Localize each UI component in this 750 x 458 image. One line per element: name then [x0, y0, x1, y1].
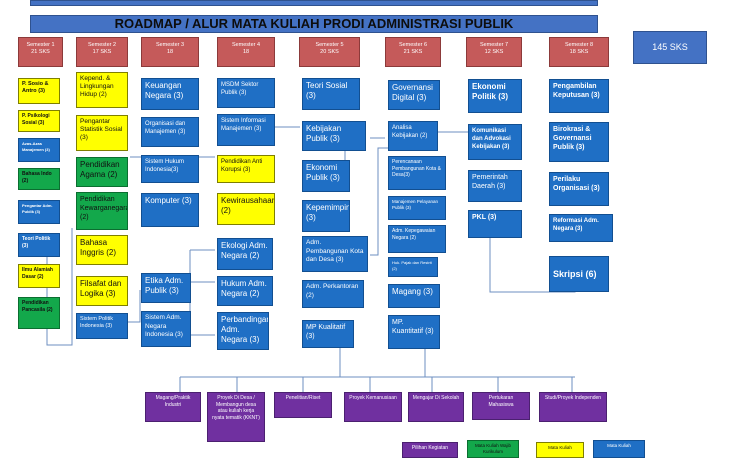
course-box: Teori Sosial (3) [302, 78, 360, 110]
activity-box: Proyek Di Desa / Membangun desa atau kul… [207, 392, 265, 442]
course-box: Sistem Informasi Manajemen (3) [217, 114, 275, 146]
course-box: Komunikasi dan Advokasi Kebijakan (3) [468, 124, 522, 160]
semester-sks: 18 SKS [569, 49, 589, 55]
course-box: Kebijakan Publik (3) [302, 121, 366, 151]
semester-2-header: Semester 2 17 SKS [76, 37, 128, 67]
course-box: Pengantar Statistik Sosial (3) [76, 115, 128, 151]
activity-box: Magang/Praktik Industri [145, 392, 201, 422]
total-sks-box: 145 SKS [633, 31, 707, 64]
semester-label: Semester 6 [398, 42, 428, 48]
semester-sks: 18 [242, 49, 250, 55]
course-box: Hukum Adm. Negara (2) [217, 276, 273, 306]
legend-mandatory-course: Mata Kuliah Wajib Kurikulum [467, 440, 519, 458]
course-box: Pendidikan Agama (2) [76, 157, 128, 187]
course-box: P. Psikologi Sosial (3) [18, 110, 60, 132]
activity-box: Mengajar Di Sekolah [408, 392, 464, 422]
course-box: MP Kualitatif (3) [302, 320, 354, 348]
semester-8-header: Semester 8 18 SKS [549, 37, 609, 67]
semester-label: Semester 7 [479, 42, 509, 48]
legend-activity: Pilihan Kegiatan [402, 442, 458, 458]
legend-course-blue: Mata Kuliah [593, 440, 645, 458]
course-box: Keuangan Negara (3) [141, 78, 199, 110]
course-box: Organisasi dan Manajemen (3) [141, 117, 199, 147]
semester-sks: 20 SKS [320, 49, 339, 55]
top-bar [30, 0, 598, 6]
course-box: Kewirausahaan (2) [217, 193, 275, 225]
course-box: Birokrasi & Governansi Publik (3) [549, 122, 609, 162]
course-box: Pemerintah Daerah (3) [468, 170, 522, 202]
course-box: Reformasi Adm. Negara (3) [549, 214, 613, 242]
semester-sks: 21 SKS [31, 49, 50, 55]
course-box: Ekonomi Politik (3) [468, 79, 522, 113]
activity-box: Proyek Kemanusiaan [344, 392, 402, 422]
semester-1-header: Semester 1 21 SKS [18, 37, 63, 67]
semester-sks: 17 SKS [92, 49, 112, 55]
course-box: Governansi Digital (3) [388, 80, 440, 110]
course-box: Sistem Hukum Indonesia(3) [141, 155, 199, 183]
course-box: Sistem Adm. Negara Indonesia (3) [141, 311, 191, 347]
semester-sks: 18 [166, 49, 174, 55]
course-box: Perilaku Organisasi (3) [549, 172, 609, 206]
course-box: P. Sosio & Antro (3) [18, 78, 60, 104]
course-box: Filsafat dan Logika (3) [76, 276, 128, 306]
activity-box: Pertukaran Mahasiswa [472, 392, 530, 420]
course-box: Pendidikan Kewarganegaraan (2) [76, 192, 128, 230]
course-box: Pendidikan Pancasila (2) [18, 297, 60, 329]
course-box: Ekonomi Publik (3) [302, 160, 350, 192]
semester-label: Semester 5 [315, 42, 344, 48]
course-box: Analisa Kebijakan (2) [388, 121, 438, 151]
activity-box: Studi/Proyek Independen [539, 392, 607, 422]
course-box: Komputer (3) [141, 193, 199, 227]
semester-6-header: Semester 6 21 SKS [385, 37, 441, 67]
semester-label: Semester 3 [155, 42, 185, 48]
semester-sks: 21 SKS [403, 49, 423, 55]
course-box: Ilmu Alamiah Dasar (2) [18, 264, 60, 288]
course-box: PKL (3) [468, 210, 522, 238]
semester-label: Semester 1 [26, 42, 55, 48]
semester-3-header: Semester 3 18 [141, 37, 199, 67]
course-box: Bahasa Indo (2) [18, 168, 60, 190]
semester-4-header: Semester 4 18 [217, 37, 275, 67]
course-box: Perbandingan Adm. Negara (3) [217, 312, 269, 350]
course-box: MP. Kuantitatif (3) [388, 315, 440, 349]
course-box: Magang (3) [388, 284, 440, 308]
activity-box: Penelitian/Riset [274, 392, 332, 418]
course-box: Ekologi Adm. Negara (2) [217, 238, 273, 270]
course-box: Adm. Kepegawaian Negara (2) [388, 225, 446, 253]
course-box: Perencanaan Pembangunan Kota & Desa(3) [388, 156, 446, 190]
semester-7-header: Semester 7 12 SKS [466, 37, 522, 67]
course-box: Teori Politik (3) [18, 233, 60, 257]
course-box: Bahasa Inggris (2) [76, 235, 128, 265]
course-box: Sistem Politik Indonesia (3) [76, 313, 128, 339]
course-box: Huk. Pajak dan Restrit (2) [388, 257, 438, 277]
legend-course-yellow: Mata Kuliah [536, 442, 584, 458]
course-box: Kepend. & Lingkungan Hidup (2) [76, 72, 128, 108]
semester-sks: 12 SKS [484, 49, 504, 55]
semester-5-header: Semester 5 20 SKS [299, 37, 360, 67]
semester-label: Semester 8 [564, 42, 594, 48]
semester-label: Semester 2 [87, 42, 117, 48]
course-box: Manajemen Pelayanan Publik (3) [388, 196, 446, 220]
course-box: MSDM Sektor Publik (3) [217, 78, 275, 108]
page-title: ROADMAP / ALUR MATA KULIAH PRODI ADMINIS… [30, 15, 598, 33]
course-box: Azas-Azas Manajemen (3) [18, 138, 60, 162]
course-box: Pendidikan Anti Korupsi (3) [217, 155, 275, 183]
course-box: Adm. Perkantoran (2) [302, 280, 364, 308]
course-box: Etika Adm. Publik (3) [141, 273, 191, 303]
course-box: Kepemimpinan (3) [302, 200, 350, 232]
course-box: Pengambilan Keputusan (3) [549, 79, 609, 113]
course-box: Pengantar Adm. Publik (3) [18, 200, 60, 224]
course-box: Adm. Pembangunan Kota dan Desa (3) [302, 236, 368, 272]
semester-label: Semester 4 [231, 42, 261, 48]
course-box: Skripsi (6) [549, 256, 609, 292]
